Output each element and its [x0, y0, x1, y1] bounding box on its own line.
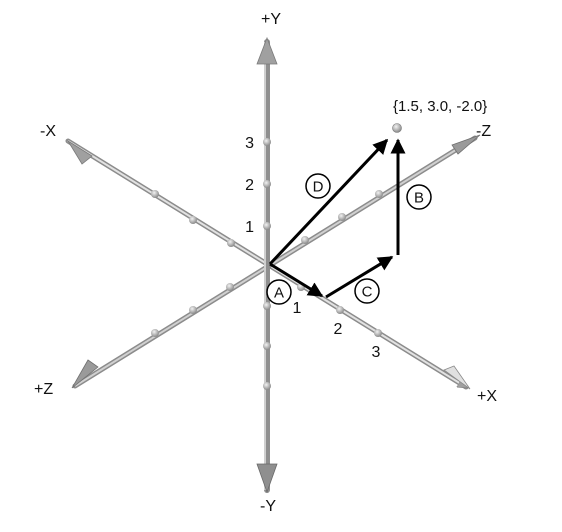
- vector-d-text: D: [313, 179, 324, 196]
- vector-c-text: C: [362, 284, 373, 301]
- pos-x-arrowhead: [443, 365, 471, 390]
- axis-labels: +Y -Y +X -X +Z -Z: [34, 11, 497, 515]
- axis-z: [71, 134, 481, 389]
- pos-y-arrowhead: [256, 36, 278, 65]
- neg-x-arrowhead: [67, 140, 93, 165]
- y-tick-3-label: 3: [245, 135, 254, 152]
- z-pos-tick-3-bead: [151, 329, 159, 337]
- tick-labels: 1 2 3 1 2 3: [245, 135, 380, 361]
- pos-z-arrowhead: [71, 359, 99, 389]
- vectors-group: [268, 138, 406, 299]
- point-coordinates-label: {1.5, 3.0, -2.0}: [393, 98, 487, 115]
- vector-labels: A B C D: [266, 173, 432, 305]
- vector-d-label: D: [305, 173, 331, 199]
- pos-z-label: +Z: [34, 381, 53, 398]
- neg-y-arrowhead: [256, 463, 278, 494]
- z-neg-tick-2-bead: [338, 213, 346, 221]
- vector-b-text: B: [414, 190, 424, 207]
- x-tick-2-label: 2: [334, 321, 343, 338]
- z-neg-tick-1-bead: [301, 236, 309, 244]
- y-neg-tick-1-bead: [263, 302, 271, 310]
- y-neg-tick-3-bead: [263, 382, 271, 390]
- neg-x-label: -X: [40, 123, 56, 140]
- axis-y: [256, 36, 278, 494]
- axes-group: [65, 36, 481, 494]
- y-tick-1-label: 1: [245, 219, 254, 236]
- vector-a: [269, 262, 324, 298]
- x-tick-2-bead: [336, 306, 344, 314]
- x-neg-tick-2-bead: [189, 216, 197, 224]
- target-point: [392, 123, 402, 133]
- vector-a-label: A: [266, 279, 292, 305]
- vector-b-label: B: [406, 184, 432, 210]
- x-neg-tick-3-bead: [151, 190, 159, 198]
- vector-d: [268, 138, 389, 266]
- neg-y-label: -Y: [260, 498, 276, 515]
- neg-z-label: -Z: [476, 123, 491, 140]
- pos-x-label: +X: [477, 388, 497, 405]
- x-tick-1-label: 1: [293, 300, 302, 317]
- y-tick-3-bead: [263, 138, 271, 146]
- vector-c: [325, 255, 394, 299]
- y-tick-2-bead: [263, 180, 271, 188]
- z-pos-tick-1-bead: [226, 283, 234, 291]
- x-tick-3-bead: [374, 329, 382, 337]
- x-tick-3-label: 3: [372, 344, 381, 361]
- vector-a-text: A: [274, 285, 284, 302]
- z-pos-tick-2-bead: [189, 306, 197, 314]
- vector-c-label: C: [354, 278, 380, 304]
- y-tick-1-bead: [263, 222, 271, 230]
- z-neg-tick-3-bead: [375, 190, 383, 198]
- y-tick-2-label: 2: [245, 177, 254, 194]
- pos-y-label: +Y: [261, 11, 281, 28]
- neg-z-arrowhead: [451, 134, 481, 155]
- x-neg-tick-1-bead: [227, 239, 235, 247]
- y-neg-tick-2-bead: [263, 342, 271, 350]
